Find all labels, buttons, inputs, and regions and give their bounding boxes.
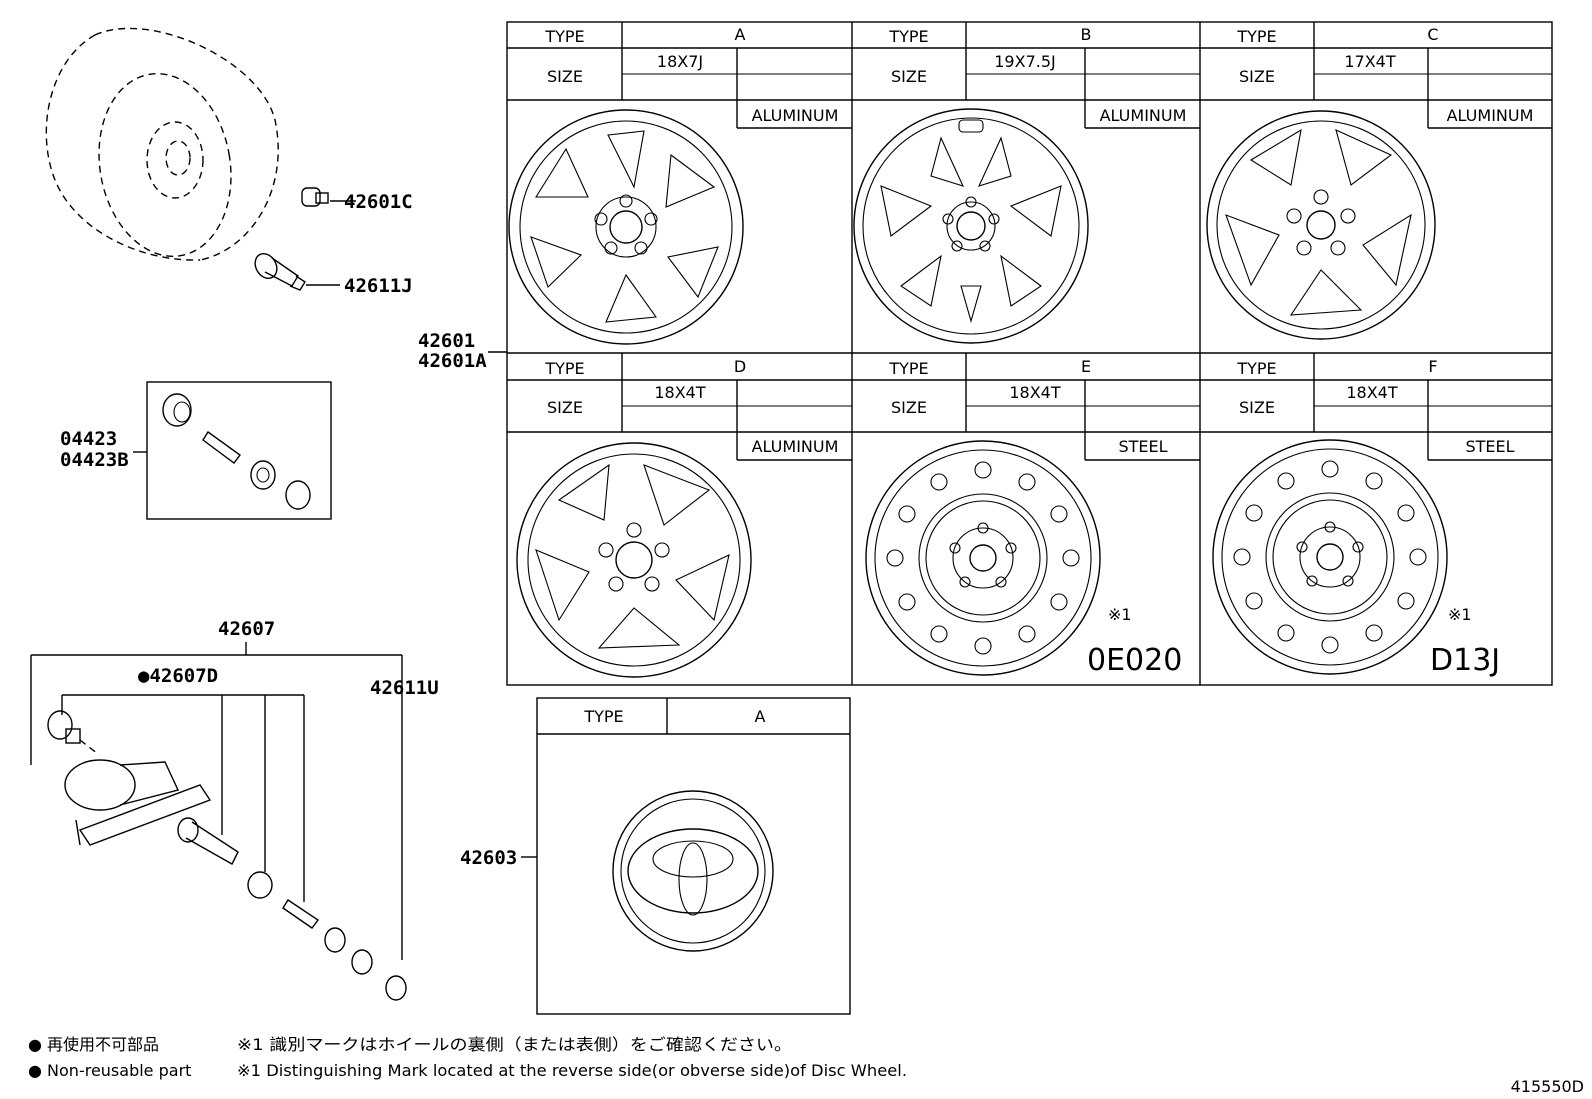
material-d: ALUMINUM xyxy=(752,437,839,456)
size-label-f: SIZE xyxy=(1239,398,1275,417)
material-e: STEEL xyxy=(1118,437,1167,456)
size-value-d: 18X4T xyxy=(654,383,706,402)
type-value-a: A xyxy=(735,25,746,44)
part-label-42607D: ●42607D xyxy=(138,665,218,687)
tpms-nut-and-core xyxy=(247,871,407,1001)
valve-kit-box xyxy=(146,381,332,520)
note-ref-f: ※1 xyxy=(1448,605,1472,624)
diagram-id: 415550D xyxy=(1511,1077,1584,1096)
type-label-e: TYPE xyxy=(888,359,928,378)
size-value-f: 18X4T xyxy=(1346,383,1398,402)
type-value-f: F xyxy=(1428,357,1437,376)
type-value-d: D xyxy=(734,357,746,376)
part-label-42601: 42601 xyxy=(418,330,475,352)
size-label-d: SIZE xyxy=(547,398,583,417)
part-label-04423B: 04423B xyxy=(60,449,129,471)
note-nonreusable-jp: ● 再使用不可部品 xyxy=(28,1035,159,1054)
type-label-c: TYPE xyxy=(1236,27,1276,46)
size-label-e: SIZE xyxy=(891,398,927,417)
part-label-42611J: 42611J xyxy=(344,275,413,297)
part-label-42601C: 42601C xyxy=(344,191,413,213)
wheel-c-drawing xyxy=(1206,110,1436,340)
material-f: STEEL xyxy=(1465,437,1514,456)
wheel-b-drawing xyxy=(853,108,1089,344)
size-value-a: 18X7J xyxy=(657,52,703,71)
part-label-04423: 04423 xyxy=(60,428,117,450)
valve-kit-parts xyxy=(162,393,311,510)
type-value-c: C xyxy=(1427,25,1438,44)
type-value-e: E xyxy=(1081,357,1091,376)
material-a: ALUMINUM xyxy=(752,106,839,125)
tpms-valve-stem xyxy=(177,817,239,865)
wheel-d-drawing xyxy=(516,442,752,678)
center-cap-table xyxy=(536,697,851,1015)
part-label-42603: 42603 xyxy=(460,847,517,869)
type-label-b: TYPE xyxy=(888,27,928,46)
note-mark-jp: ※1 識別マークはホイールの裏側（または表側）をご確認ください。 xyxy=(237,1035,792,1054)
type-label-cap: TYPE xyxy=(583,707,623,726)
wheel-e-drawing xyxy=(865,440,1101,676)
size-value-c: 17X4T xyxy=(1344,52,1396,71)
wheel-f-drawing xyxy=(1212,439,1448,675)
size-value-e: 18X4T xyxy=(1009,383,1061,402)
wheel-a-drawing xyxy=(508,109,744,345)
type-label-a: TYPE xyxy=(544,27,584,46)
note-mark-en: ※1 Distinguishing Mark located at the re… xyxy=(237,1061,907,1080)
wheel-bolt xyxy=(301,187,356,207)
type-value-cap: A xyxy=(755,707,766,726)
type-value-b: B xyxy=(1081,25,1092,44)
spare-wheel-outline xyxy=(45,27,279,261)
tpms-sensor xyxy=(47,710,212,846)
type-label-d: TYPE xyxy=(544,359,584,378)
toyota-emblem-cap xyxy=(612,790,774,952)
part-label-42611U: 42611U xyxy=(370,677,439,699)
mark-e: 0E020 xyxy=(1087,643,1182,678)
size-label-c: SIZE xyxy=(1239,67,1275,86)
size-label-a: SIZE xyxy=(547,67,583,86)
part-label-42601A: 42601A xyxy=(418,350,487,372)
size-label-b: SIZE xyxy=(891,67,927,86)
material-b: ALUMINUM xyxy=(1100,106,1187,125)
wheel-table-grid xyxy=(506,21,1553,686)
note-nonreusable-en: ● Non-reusable part xyxy=(28,1061,191,1080)
mark-f: D13J xyxy=(1430,643,1500,678)
material-c: ALUMINUM xyxy=(1447,106,1534,125)
valve-stem xyxy=(254,252,340,291)
type-label-f: TYPE xyxy=(1236,359,1276,378)
part-label-42607: 42607 xyxy=(218,618,275,640)
size-value-b: 19X7.5J xyxy=(994,52,1055,71)
note-ref-e: ※1 xyxy=(1108,605,1132,624)
